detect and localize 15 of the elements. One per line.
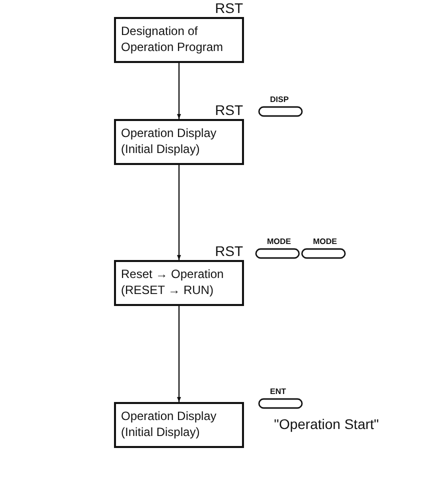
process-box: Operation Display (Initial Display) <box>114 119 244 165</box>
process-box: Operation Display (Initial Display) <box>114 402 244 448</box>
process-box: Reset → Operation (RESET → RUN) <box>114 260 244 306</box>
reset-label: RST <box>215 0 243 16</box>
key-label: MODE <box>267 237 291 246</box>
process-box: Designation of Operation Program <box>114 17 244 63</box>
reset-label: RST <box>215 102 243 118</box>
note-text: "Operation Start" <box>274 416 379 432</box>
key-label: DISP <box>270 95 289 104</box>
key-label: MODE <box>313 237 337 246</box>
key-label: ENT <box>270 387 286 396</box>
arrow <box>177 306 181 402</box>
arrow <box>177 165 181 260</box>
arrow <box>177 63 181 119</box>
reset-label: RST <box>215 243 243 259</box>
